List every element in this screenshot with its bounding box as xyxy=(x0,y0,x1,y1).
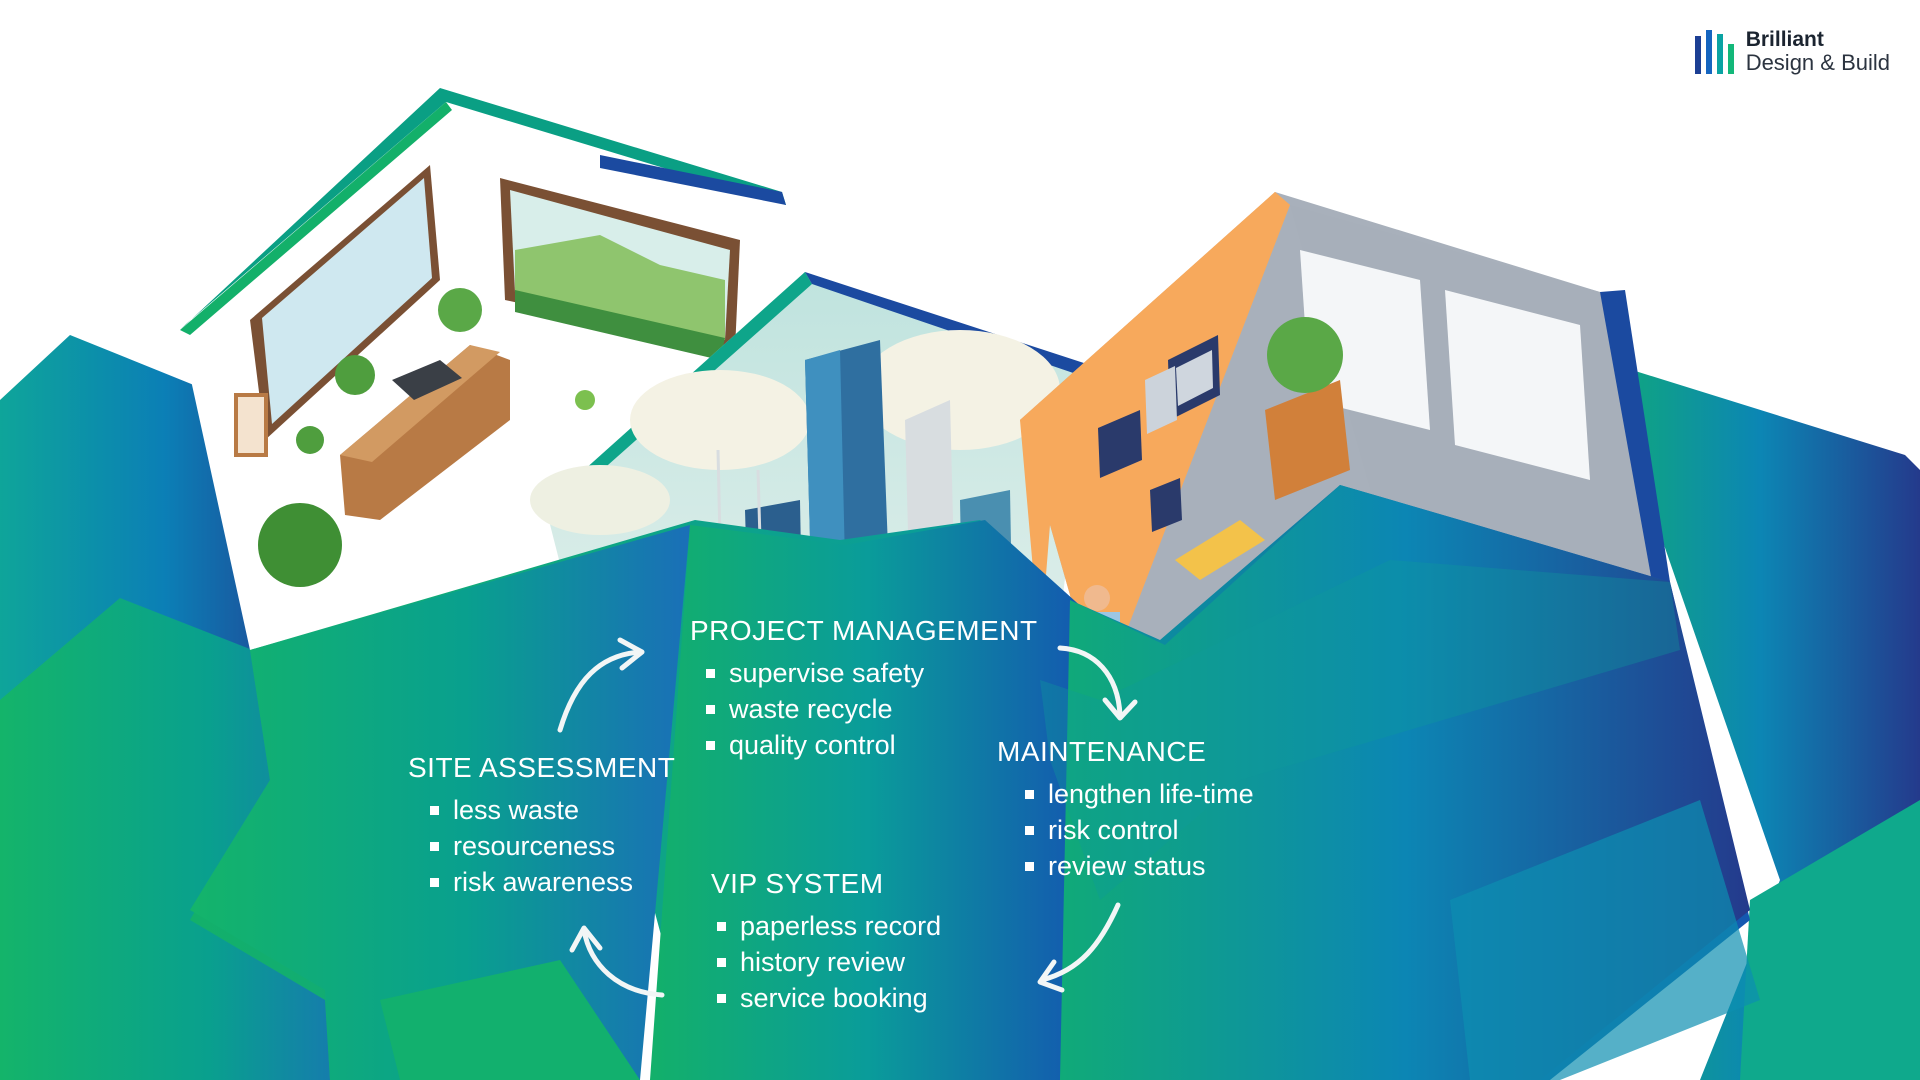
list-item: waste recycle xyxy=(706,691,1038,727)
list-item: risk control xyxy=(1025,812,1254,848)
list-item: history review xyxy=(717,944,941,980)
item-label: less waste xyxy=(453,795,580,825)
arrow-project-to-maintenance-icon xyxy=(1057,645,1123,718)
right-room-illustration xyxy=(1020,192,1670,700)
list-item: service booking xyxy=(717,980,941,1016)
left-room-illustration xyxy=(180,88,800,650)
bullet-icon xyxy=(1025,825,1034,835)
item-label: review status xyxy=(1048,851,1206,881)
item-label: risk awareness xyxy=(453,867,634,897)
item-label: lengthen life-time xyxy=(1048,779,1254,809)
stage-items: paperless record history review service … xyxy=(711,908,941,1016)
stage-project-management: PROJECT MANAGEMENT supervise safety wast… xyxy=(690,615,1038,763)
list-item: supervise safety xyxy=(706,655,1038,691)
logo-bar xyxy=(1705,29,1712,74)
list-item: review status xyxy=(1025,848,1254,884)
item-label: resourceness xyxy=(453,831,616,861)
item-label: history review xyxy=(740,947,906,977)
item-label: supervise safety xyxy=(729,658,925,688)
stage-title: VIP SYSTEM xyxy=(711,868,884,899)
bullet-icon xyxy=(430,805,439,815)
stage-items: lengthen life-time risk control review s… xyxy=(997,776,1254,884)
item-label: paperless record xyxy=(740,911,942,941)
bullet-icon xyxy=(1025,789,1034,799)
bullet-icon xyxy=(706,668,715,678)
brand-logo: Brilliant Design & Build xyxy=(1694,28,1890,75)
item-label: waste recycle xyxy=(729,694,893,724)
stage-title: PROJECT MANAGEMENT xyxy=(690,615,1038,646)
logo-bar xyxy=(1727,43,1734,74)
bullet-icon xyxy=(430,841,439,851)
stage-site-assessment: SITE ASSESSMENT less waste resourceness … xyxy=(408,752,675,900)
stage-vip-system: VIP SYSTEM paperless record history revi… xyxy=(711,868,941,1016)
logo-text: Brilliant Design & Build xyxy=(1746,28,1890,75)
item-label: quality control xyxy=(729,730,896,760)
list-item: lengthen life-time xyxy=(1025,776,1254,812)
list-item: less waste xyxy=(430,792,675,828)
brand-tagline: Design & Build xyxy=(1745,50,1890,76)
bullet-icon xyxy=(717,993,726,1003)
arrow-vip-to-site-icon xyxy=(581,927,665,998)
list-item: resourceness xyxy=(430,828,675,864)
bullet-icon xyxy=(1025,861,1034,871)
stage-items: supervise safety waste recycle quality c… xyxy=(690,655,1038,763)
stage-title: MAINTENANCE xyxy=(997,736,1207,767)
bullet-icon xyxy=(430,877,439,887)
stage-items: less waste resourceness risk awareness xyxy=(408,792,675,900)
brand-name: Brilliant xyxy=(1745,28,1824,51)
list-item: paperless record xyxy=(717,908,941,944)
bullet-icon xyxy=(706,740,715,750)
bullet-icon xyxy=(706,704,715,714)
arrow-maintenance-to-vip-icon xyxy=(1039,902,1121,983)
item-label: risk control xyxy=(1048,815,1179,845)
list-item: risk awareness xyxy=(430,864,675,900)
logo-bar xyxy=(1694,35,1701,74)
cycle-arrows xyxy=(557,637,1138,998)
bullet-icon xyxy=(717,921,726,931)
arrow-site-to-project-icon xyxy=(557,649,643,733)
logo-bar xyxy=(1716,33,1723,74)
logo-bars-icon xyxy=(1694,29,1734,74)
bullet-icon xyxy=(717,957,726,967)
stage-title: SITE ASSESSMENT xyxy=(408,752,676,783)
item-label: service booking xyxy=(740,983,928,1013)
list-item: quality control xyxy=(706,727,1038,763)
stage-maintenance: MAINTENANCE lengthen life-time risk cont… xyxy=(997,736,1254,884)
